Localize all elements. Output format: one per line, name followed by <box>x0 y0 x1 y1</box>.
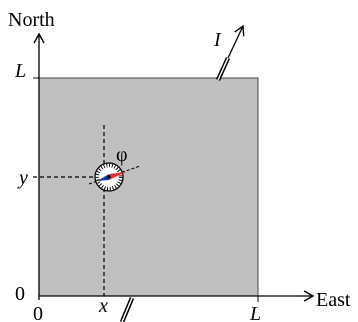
east-label: East <box>316 289 351 311</box>
north-label: North <box>8 9 55 31</box>
angle-phi-label: φ <box>116 144 128 166</box>
current-label: I <box>213 29 222 51</box>
compass-needle-south <box>97 174 109 181</box>
wire-upper <box>215 24 245 81</box>
conducting-plate <box>38 77 259 297</box>
compass-icon <box>88 162 141 192</box>
compass-needle-north <box>109 172 126 180</box>
current-arrow <box>227 24 245 59</box>
y-coordinate-label: y <box>17 167 28 189</box>
x-coordinate-label: x <box>98 295 108 317</box>
L-vertical-label: L <box>14 60 26 82</box>
wire-lower <box>119 297 135 322</box>
L-horizontal-label: L <box>249 303 261 322</box>
origin-x-label: 0 <box>33 303 43 322</box>
origin-y-label: 0 <box>15 283 25 305</box>
